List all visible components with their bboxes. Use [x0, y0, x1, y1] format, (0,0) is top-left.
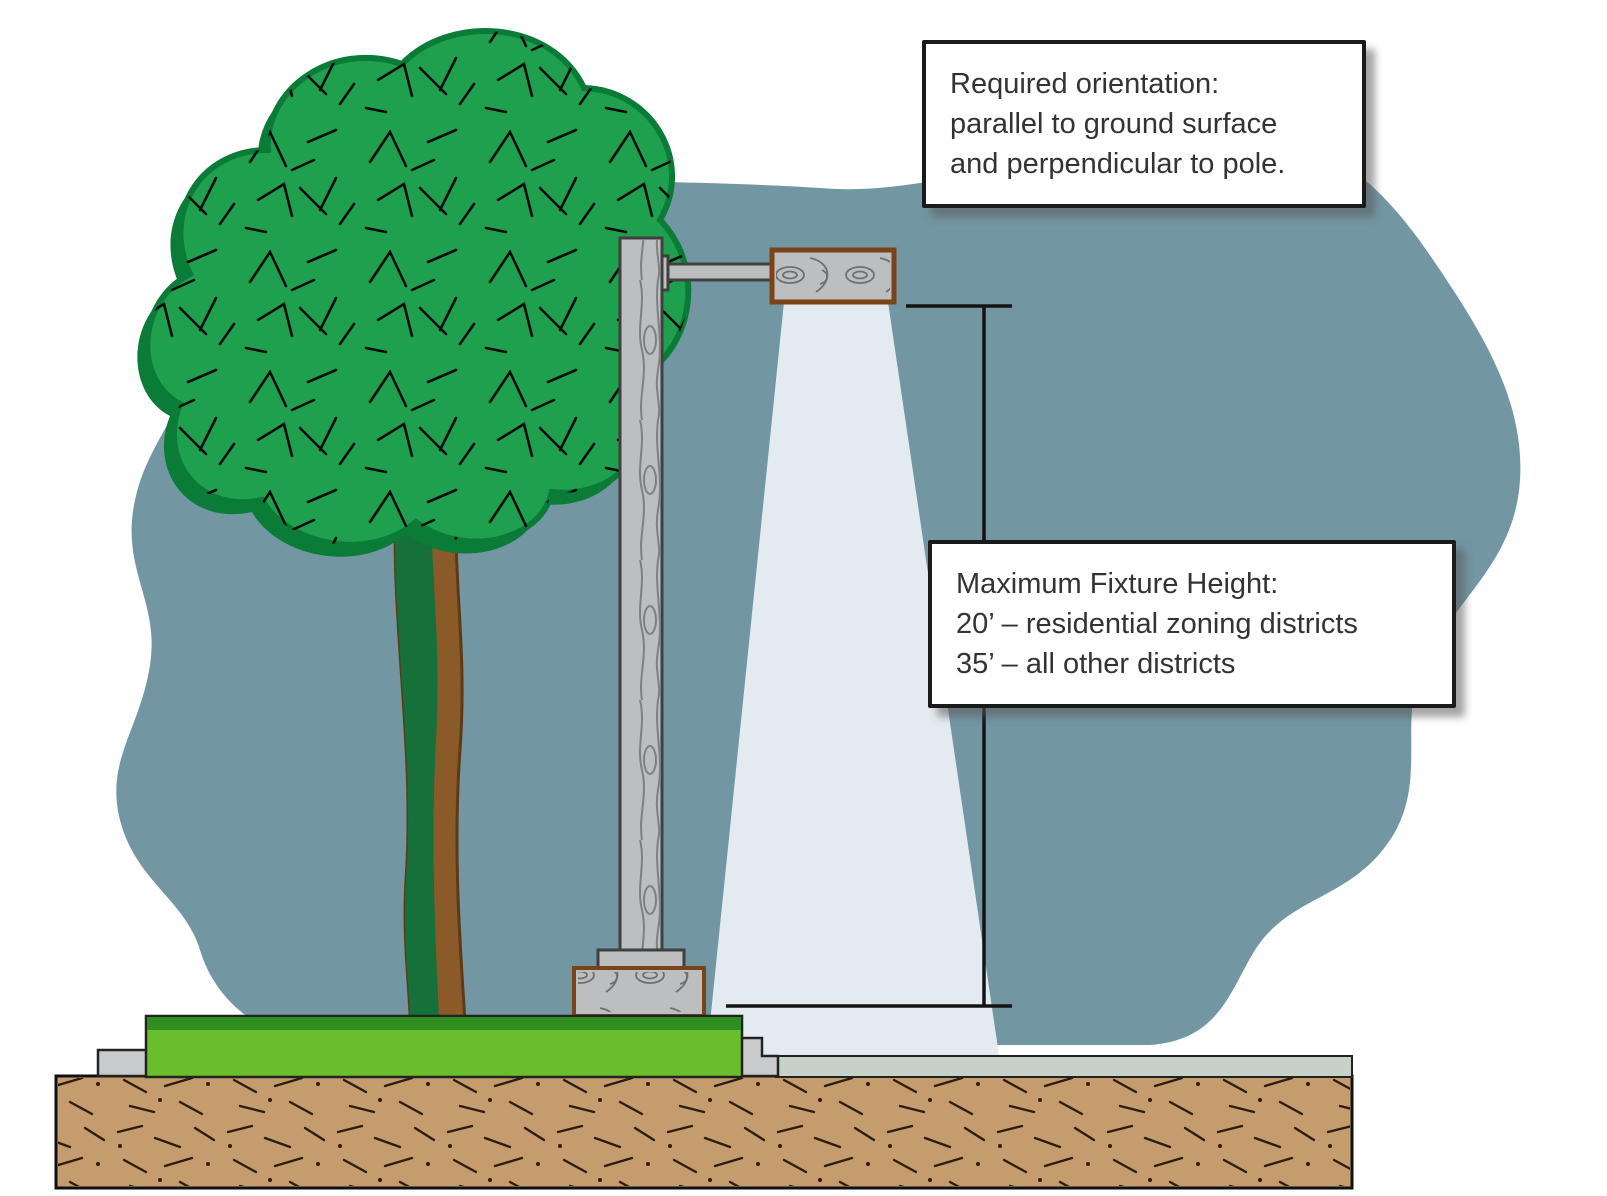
- ground: [54, 1014, 1354, 1190]
- pole-shaft-grain: [622, 240, 660, 966]
- tree: [137, 28, 692, 1040]
- callout-line: 35’ – all other districts: [956, 648, 1236, 681]
- callout-line: and perpendicular to pole.: [950, 148, 1286, 181]
- grass-top-edge: [147, 1017, 741, 1030]
- callout-required-orientation: Required orientation: parallel to ground…: [922, 40, 1366, 209]
- soil-texture: [58, 1078, 1350, 1186]
- light-beam: [706, 302, 1000, 1062]
- callout-line: 20’ – residential zoning districts: [956, 608, 1358, 641]
- pole-base-grain: [578, 972, 700, 1012]
- pavement: [775, 1055, 1353, 1078]
- light-fixture-grain: [776, 254, 890, 298]
- tree-foliage-hatch: [147, 31, 689, 545]
- callout-line: Maximum Fixture Height:: [956, 568, 1279, 600]
- curb-left: [96, 1048, 152, 1078]
- pole-arm: [660, 262, 786, 282]
- light-pole: [572, 236, 897, 1018]
- callout-line: Required orientation:: [950, 68, 1220, 100]
- callout-max-fixture-height: Maximum Fixture Height: 20’ – residentia…: [928, 540, 1456, 709]
- callout-line: parallel to ground surface: [950, 108, 1278, 141]
- tree-trunk-shading: [395, 472, 440, 1038]
